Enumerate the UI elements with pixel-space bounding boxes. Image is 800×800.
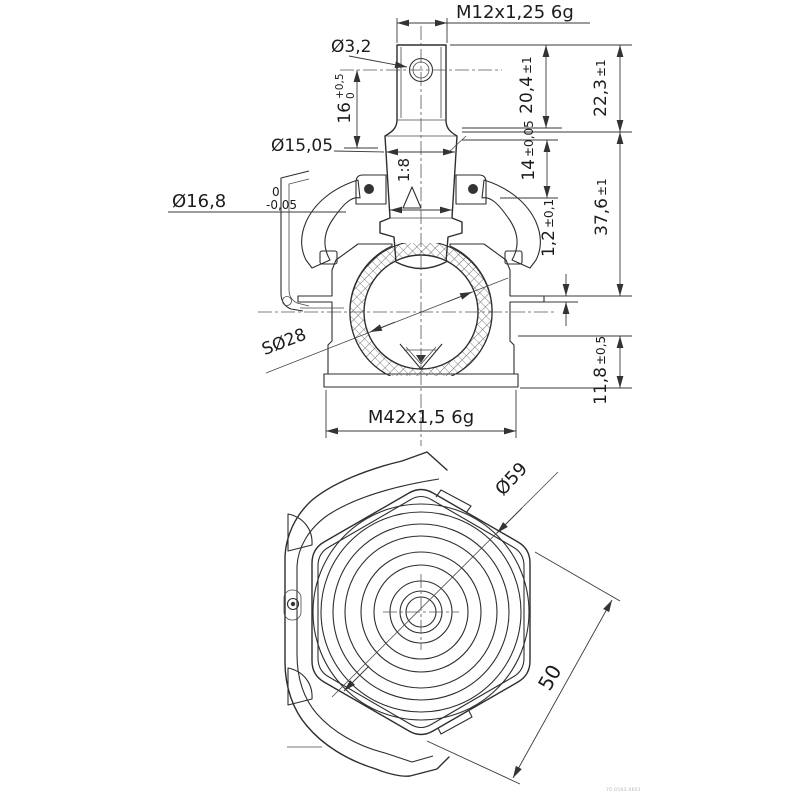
dimensions-section: M12x1,25 6g Ø3,2 16 +0,5 0 [168,2,632,438]
dim-len16: 16 +0,5 0 [334,70,378,149]
dim-label-14-tol: ±0,05 [522,120,536,157]
bracket-outline [283,451,450,777]
dim-label-len16-dn: 0 [345,92,357,99]
garter-spring-right [468,184,478,194]
dim-label-thread-bottom: M42x1,5 6g [368,407,474,428]
dim-thread-top: M12x1,25 6g [396,2,590,43]
dim-taper-dia: Ø15,05 [271,135,467,156]
dim-22-3: 22,3 ±1 [591,45,624,132]
dim-label-37-6: 37,6 [592,198,612,236]
hex-tab-bottom [437,710,473,735]
dim-label-seat-up: 0 [272,185,280,199]
dim-20-4: 20,4 ±1 [517,45,550,128]
front-view: Ø59 50 [283,451,621,785]
dim-label-22-3: 22,3 [591,79,611,117]
bracket-ear-upper [287,513,313,552]
center-crosshair [383,574,459,650]
dim-seat-dia: Ø16,8 0 -0,05 [168,185,346,213]
dim-label-taper-dia: Ø15,05 [271,136,333,156]
dust-boot [300,174,542,269]
section-view: M12x1,25 6g Ø3,2 16 +0,5 0 [168,2,632,446]
dim-pin-hole: Ø3,2 [331,37,408,69]
dim-label-1-2: 1,2 [539,230,559,257]
boot-clamp-left [319,250,338,265]
dim-label-seat-dia: Ø16,8 [172,191,226,212]
centerlines-section [258,26,556,446]
watermark-code: 70.0593.0601 [606,787,641,793]
dim-label-20-4: 20,4 [517,76,537,114]
garter-spring-left [364,184,374,194]
dim-label-20-4-tol: ±1 [520,56,534,74]
dim-label-pin-hole: Ø3,2 [331,37,371,57]
dust-boot-right [481,179,542,269]
dust-boot-left [300,179,361,269]
dim-label-thread-top: M12x1,25 6g [456,2,574,23]
dim-14: 14 ±0,05 [519,120,551,198]
dim-label-22-3-tol: ±1 [594,59,608,77]
dim-thread-bottom: M42x1,5 6g [325,390,517,438]
dim-label-taper-ratio: 1:8 [395,158,413,182]
dim-label-14: 14 [519,159,539,181]
bracket-notch [283,589,302,621]
dim-37-6: 37,6 ±1 [544,132,632,297]
dim-label-11-8: 11,8 [591,367,611,405]
dim-taper-ratio: 1:8 [390,158,452,214]
dim-label-ball-dia: SØ28 [259,325,309,360]
hex-tab-top [435,489,472,514]
concentric-circles [312,503,530,721]
dim-label-across-flats: 50 [533,660,567,694]
dim-label-outer-dia: Ø59 [491,458,532,499]
dim-11-8: 11,8 ±0,5 [518,335,632,405]
heat-shield [280,170,344,312]
closing-cap [399,343,443,370]
bracket-ear-lower [287,667,313,706]
bracket-rivet [286,597,300,611]
dim-1-2: 1,2 ±0,1 [539,199,578,326]
boot-clamp-right [504,250,523,265]
dim-label-11-8-tol: ±0,5 [594,336,608,365]
taper-symbol [402,186,422,209]
dim-label-seat-dn: -0,05 [266,198,297,212]
dim-label-37-6-tol: ±1 [595,178,609,196]
dim-label-len16: 16 [335,102,355,124]
dim-label-1-2-tol: ±0,1 [542,199,556,228]
dim-label-len16-up: +0,5 [334,74,346,100]
